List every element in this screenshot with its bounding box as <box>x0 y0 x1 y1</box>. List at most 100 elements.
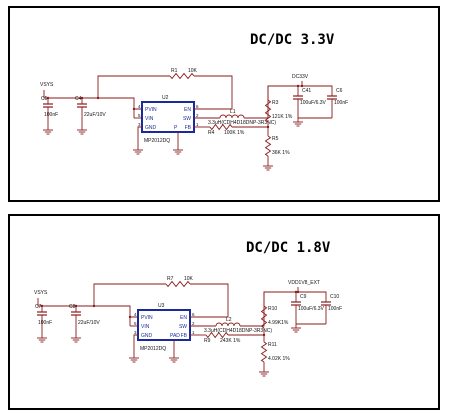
junction-dot <box>262 333 266 337</box>
ic-pad-label: P <box>174 125 178 131</box>
ic-pinnum-fb: 1 <box>196 122 199 127</box>
c_in1-capacitor <box>43 103 53 108</box>
ground-symbol <box>37 334 47 343</box>
r-top-value-label: 121K 1% <box>272 114 293 120</box>
ic-pin-gnd: GND <box>141 333 153 339</box>
ground-symbol <box>169 354 179 363</box>
vin-rail-wire <box>43 90 142 110</box>
c_in1-ref-label: C5 <box>41 96 48 102</box>
ic-ref-label: U3 <box>158 303 165 309</box>
ground-symbol <box>291 324 301 333</box>
junction-dot <box>92 304 96 308</box>
c_in2-capacitor <box>71 311 81 316</box>
ic-pad-label: PAD <box>170 333 180 339</box>
junction-dot <box>46 96 50 100</box>
ground-symbol <box>133 146 143 155</box>
ic-pinnum-fb: 1 <box>192 330 195 335</box>
junction-dot <box>296 290 300 294</box>
r-en-resistor <box>169 72 195 80</box>
c_in1-ref-label: C7 <box>35 304 42 310</box>
inductor-ref-label: L2 <box>226 317 232 323</box>
inductor-value-label: 3.3uH(CDH4D18DNP-3R3NC) <box>208 120 276 126</box>
net-label-vin: VSYS <box>40 82 54 88</box>
ic-pin-fb: FB <box>181 333 188 339</box>
junction-dot <box>40 304 44 308</box>
schematic-drawing: DC/DC 3.3VVSYSC5100nFC422uF/10VU2MP2012D… <box>40 32 348 171</box>
junction-dot <box>300 84 304 88</box>
c_out2-value-label: 100nF <box>328 306 342 312</box>
c_out2-ref-label: C6 <box>336 88 343 94</box>
ic-pin-sw: SW <box>183 116 191 122</box>
en-left-wire <box>93 283 166 306</box>
ic-pin-sw: SW <box>179 324 187 330</box>
ic-pin-pvin: PVIN <box>145 107 157 113</box>
ic-pinnum-sw: 2 <box>192 321 195 326</box>
ic-pin-vin: VIN <box>145 116 154 122</box>
r-en-ref-label: R7 <box>167 276 174 282</box>
c_out2-ref-label: C10 <box>330 294 339 300</box>
junction-dot <box>294 290 298 294</box>
ic-pin-fb: FB <box>185 125 192 131</box>
c_in1-value-label: 100nF <box>44 112 58 118</box>
vin-rail-wire <box>37 298 138 318</box>
ic-gnd-wire <box>133 334 138 354</box>
c_in1-value-label: 100nF <box>38 320 52 326</box>
ground-symbol <box>77 126 87 135</box>
net-label-vout: DC33V <box>292 74 309 80</box>
junction-dot <box>128 315 132 319</box>
inductor-ref-label: L1 <box>230 109 236 115</box>
ic-pin-en: EN <box>184 107 191 113</box>
r-top-resistor <box>260 305 268 329</box>
ground-symbol <box>263 162 273 171</box>
r-bot-ref-label: R11 <box>268 342 277 348</box>
c_out1-capacitor <box>293 95 303 100</box>
r-fb-value-label: 100K 1% <box>224 130 245 136</box>
c_in2-ref-label: C8 <box>69 304 76 310</box>
c_out2-capacitor <box>327 95 337 100</box>
c_out2-value-label: 100nF <box>334 100 348 106</box>
r-bot-resistor <box>260 341 268 363</box>
r-en-value-label: 10K <box>184 276 194 282</box>
ground-symbol <box>173 146 183 155</box>
ic-ref-label: U2 <box>162 95 169 101</box>
ic-pinnum-en: 6 <box>196 104 199 109</box>
junction-dot <box>266 125 270 129</box>
ground-symbol <box>129 354 139 363</box>
ic-pinnum-pvin: 4 <box>138 104 141 109</box>
c_out2-capacitor <box>321 301 331 306</box>
ic-pinnum-vin: 5 <box>138 113 141 118</box>
ic-pin-pvin: PVIN <box>141 315 153 321</box>
en-left-wire <box>97 75 170 98</box>
ic-pinnum-vin: 5 <box>134 321 137 326</box>
ground-symbol <box>293 118 303 127</box>
ground-symbol <box>259 368 269 377</box>
c_out1-capacitor <box>291 301 301 306</box>
schematic-drawing: DC/DC 1.8VVSYSC7100nFC822uF/10VU3MP2012D… <box>34 240 342 377</box>
r-fb-ref-label: R4 <box>208 130 215 136</box>
r-fb-resistor <box>205 331 229 339</box>
r-en-resistor <box>165 280 191 288</box>
r-en-value-label: 10K <box>188 68 198 74</box>
ic-pinnum-gnd: 3 <box>138 122 141 127</box>
junction-dot <box>80 96 84 100</box>
c_in2-value-label: 22uF/10V <box>84 112 106 118</box>
c_in2-ref-label: C4 <box>75 96 82 102</box>
c_out1-value-label: 100uF/6.3V <box>298 306 325 312</box>
ic-pin-en: EN <box>180 315 187 321</box>
c_in2-value-label: 22uF/10V <box>78 320 100 326</box>
schematic-title: DC/DC 3.3V <box>250 32 335 48</box>
ic-pin-vin: VIN <box>141 324 150 330</box>
inductor <box>215 322 241 327</box>
net-label-vout: VDD1V8_EXT <box>288 280 320 286</box>
r-en-ref-label: R1 <box>171 68 178 74</box>
ic-pin-gnd: GND <box>145 125 157 131</box>
inductor-value-label: 3.3uH(CDH4D18DNP-3R3NC) <box>204 328 272 334</box>
r-bot-ref-label: R5 <box>272 136 279 142</box>
inductor <box>219 114 245 119</box>
c_in1-capacitor <box>37 311 47 316</box>
r-top-resistor <box>264 99 272 123</box>
ic-pinnum-pvin: 4 <box>134 312 137 317</box>
r-fb-resistor <box>209 123 233 131</box>
